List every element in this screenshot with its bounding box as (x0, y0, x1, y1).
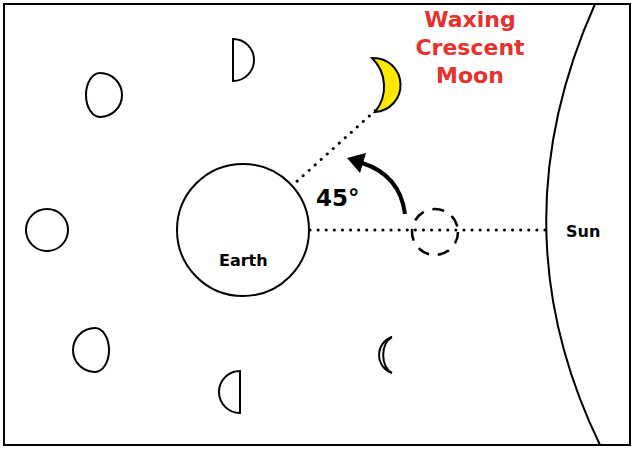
last-quarter-moon (219, 371, 240, 413)
frame (4, 4, 630, 445)
waxing-crescent-moon (372, 58, 401, 112)
waxing-gibbous-moon (86, 73, 122, 117)
waning-gibbous-moon (73, 328, 109, 372)
phase-label: Waxing Crescent Moon (400, 6, 540, 90)
arrow-head (347, 153, 366, 173)
earth-outline (176, 163, 310, 297)
sun-body: Sun (546, 0, 634, 449)
waning-crescent-moon (379, 337, 392, 373)
earth-circle: Earth (176, 163, 310, 297)
sun-label: Sun (566, 222, 600, 241)
earth-label: Earth (219, 251, 268, 270)
sun-line (310, 229, 546, 232)
angle-arrow (362, 163, 405, 214)
new-moon (412, 209, 458, 255)
first-quarter-moon (233, 39, 254, 81)
full-moon (26, 209, 68, 251)
angle-label: 45° (316, 184, 376, 212)
